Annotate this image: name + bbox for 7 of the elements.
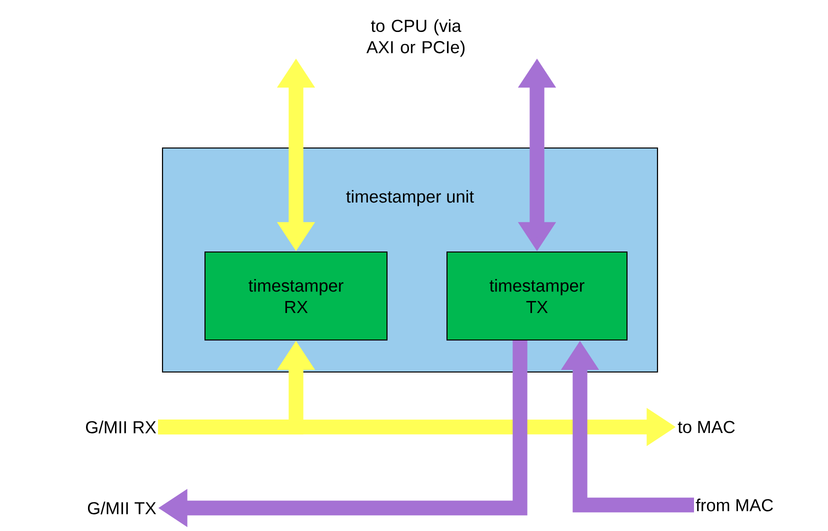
port-label: G/MII TX <box>88 502 156 514</box>
port-label: to CPU (via AXI or PCIe) <box>366 19 465 57</box>
port-label: to MAC <box>678 420 735 434</box>
process-box: timestamper TX <box>446 251 628 341</box>
port-label: G/MII RX <box>86 420 156 434</box>
port-label: from MAC <box>696 498 773 512</box>
process-box: timestamper RX <box>204 251 388 341</box>
